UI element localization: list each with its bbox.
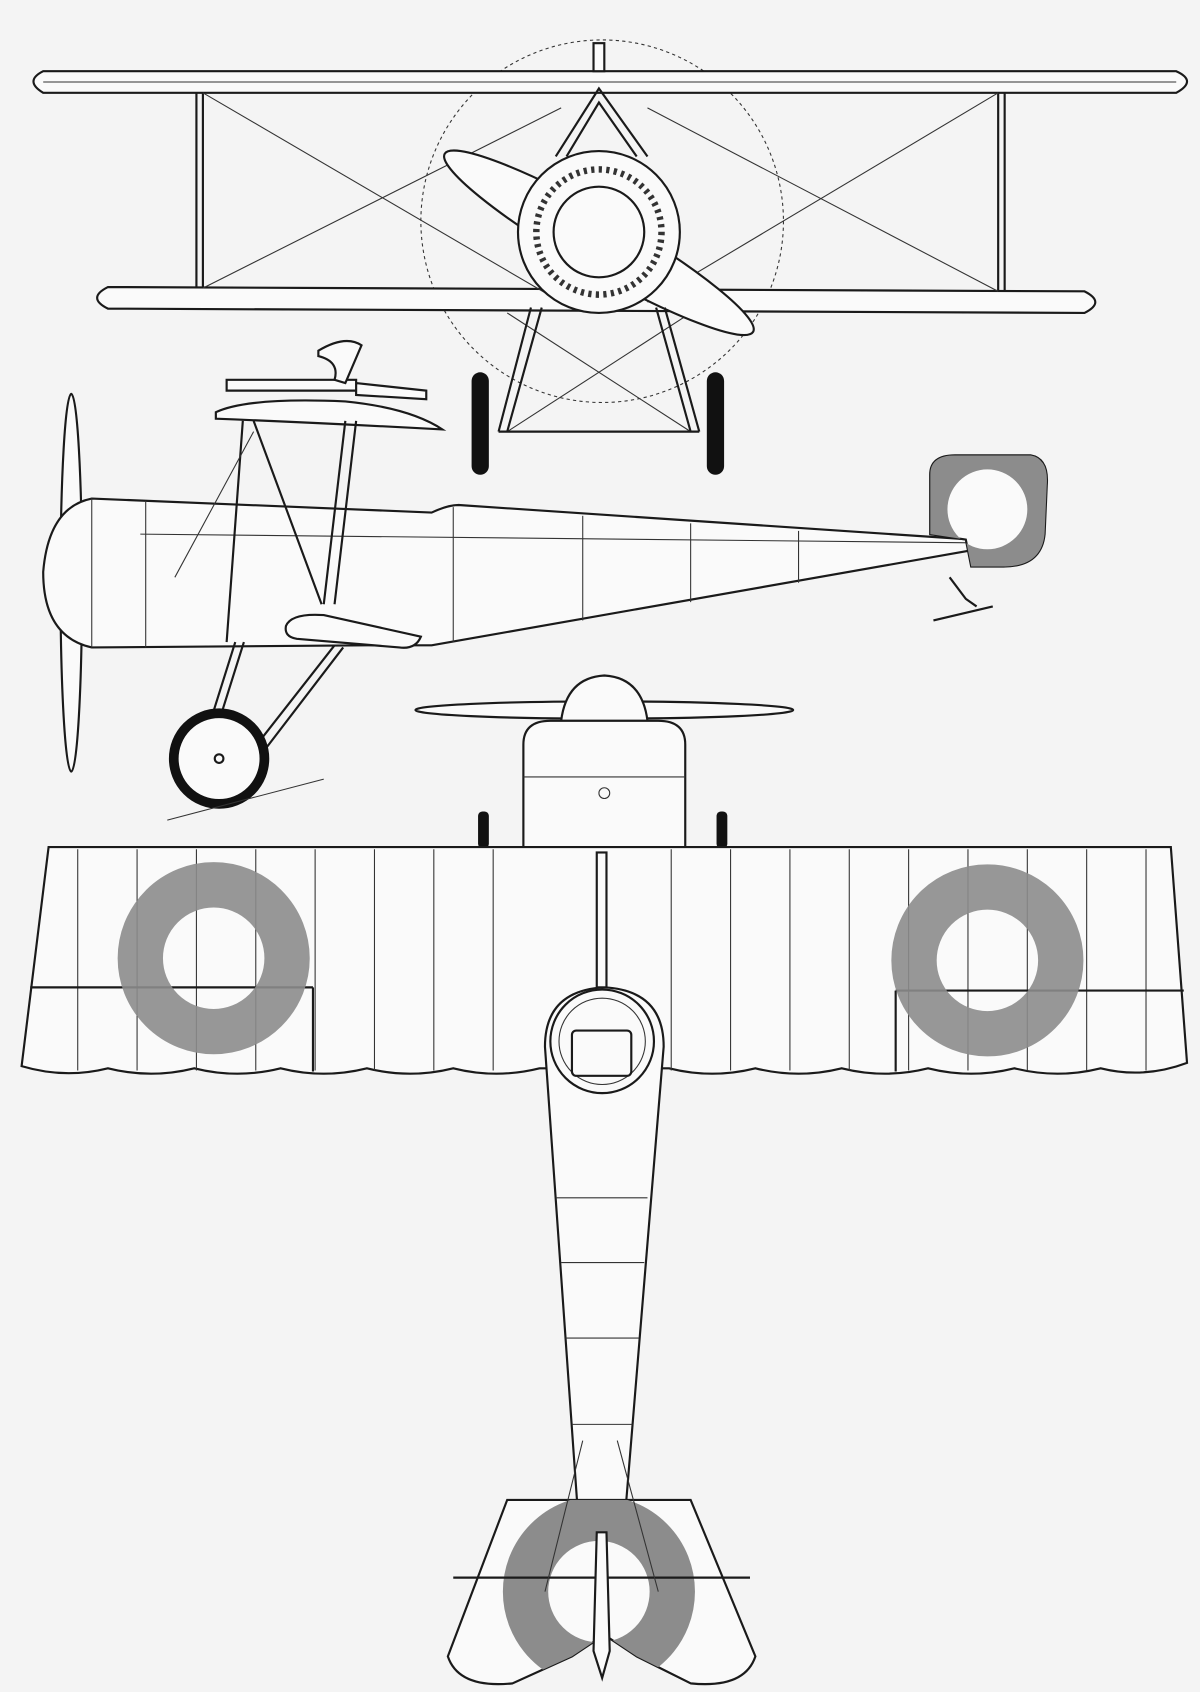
propeller-hub [552, 185, 646, 279]
wheel-right-front [706, 372, 725, 475]
gun-front [592, 42, 606, 73]
upper-wing-side [214, 399, 447, 431]
wheel-left-top [478, 811, 489, 849]
roundel-left-wing [117, 862, 310, 1055]
engine-cylinders [533, 166, 665, 298]
cockpit-rim [558, 997, 646, 1086]
tailskid [933, 576, 994, 622]
wheel-left-front [471, 372, 489, 475]
bracing-wire-side [174, 431, 255, 578]
tail-fin-top [592, 1531, 611, 1682]
gun-top [595, 851, 608, 989]
wheel-hub [213, 753, 225, 764]
fuselage-longeron [140, 533, 972, 544]
top-view [20, 674, 1189, 1686]
fuselage-frames [555, 1197, 648, 1425]
roundel-fin [930, 455, 1047, 567]
fuselage-side [42, 497, 973, 649]
gun-mount [317, 339, 363, 385]
spinner-top [559, 674, 649, 722]
control-cables [544, 1440, 659, 1592]
side-view [42, 339, 1049, 821]
wheel-side [168, 708, 270, 809]
seat [570, 1029, 633, 1077]
undercarriage-side [210, 641, 345, 750]
cowling-top [522, 719, 687, 849]
wing-struts-side [225, 420, 358, 643]
undercarriage-front [497, 307, 701, 433]
machine-gun [225, 378, 428, 401]
lower-wing-side [284, 613, 423, 649]
fuselage-top [543, 986, 665, 1507]
fuel-cap [598, 787, 611, 800]
roundel-right-wing [891, 864, 1084, 1057]
wheel-right-top [716, 811, 728, 849]
cabane-struts [554, 86, 649, 158]
ground-line [167, 778, 324, 821]
front-view [32, 39, 1189, 475]
bracing-wires [202, 92, 999, 433]
